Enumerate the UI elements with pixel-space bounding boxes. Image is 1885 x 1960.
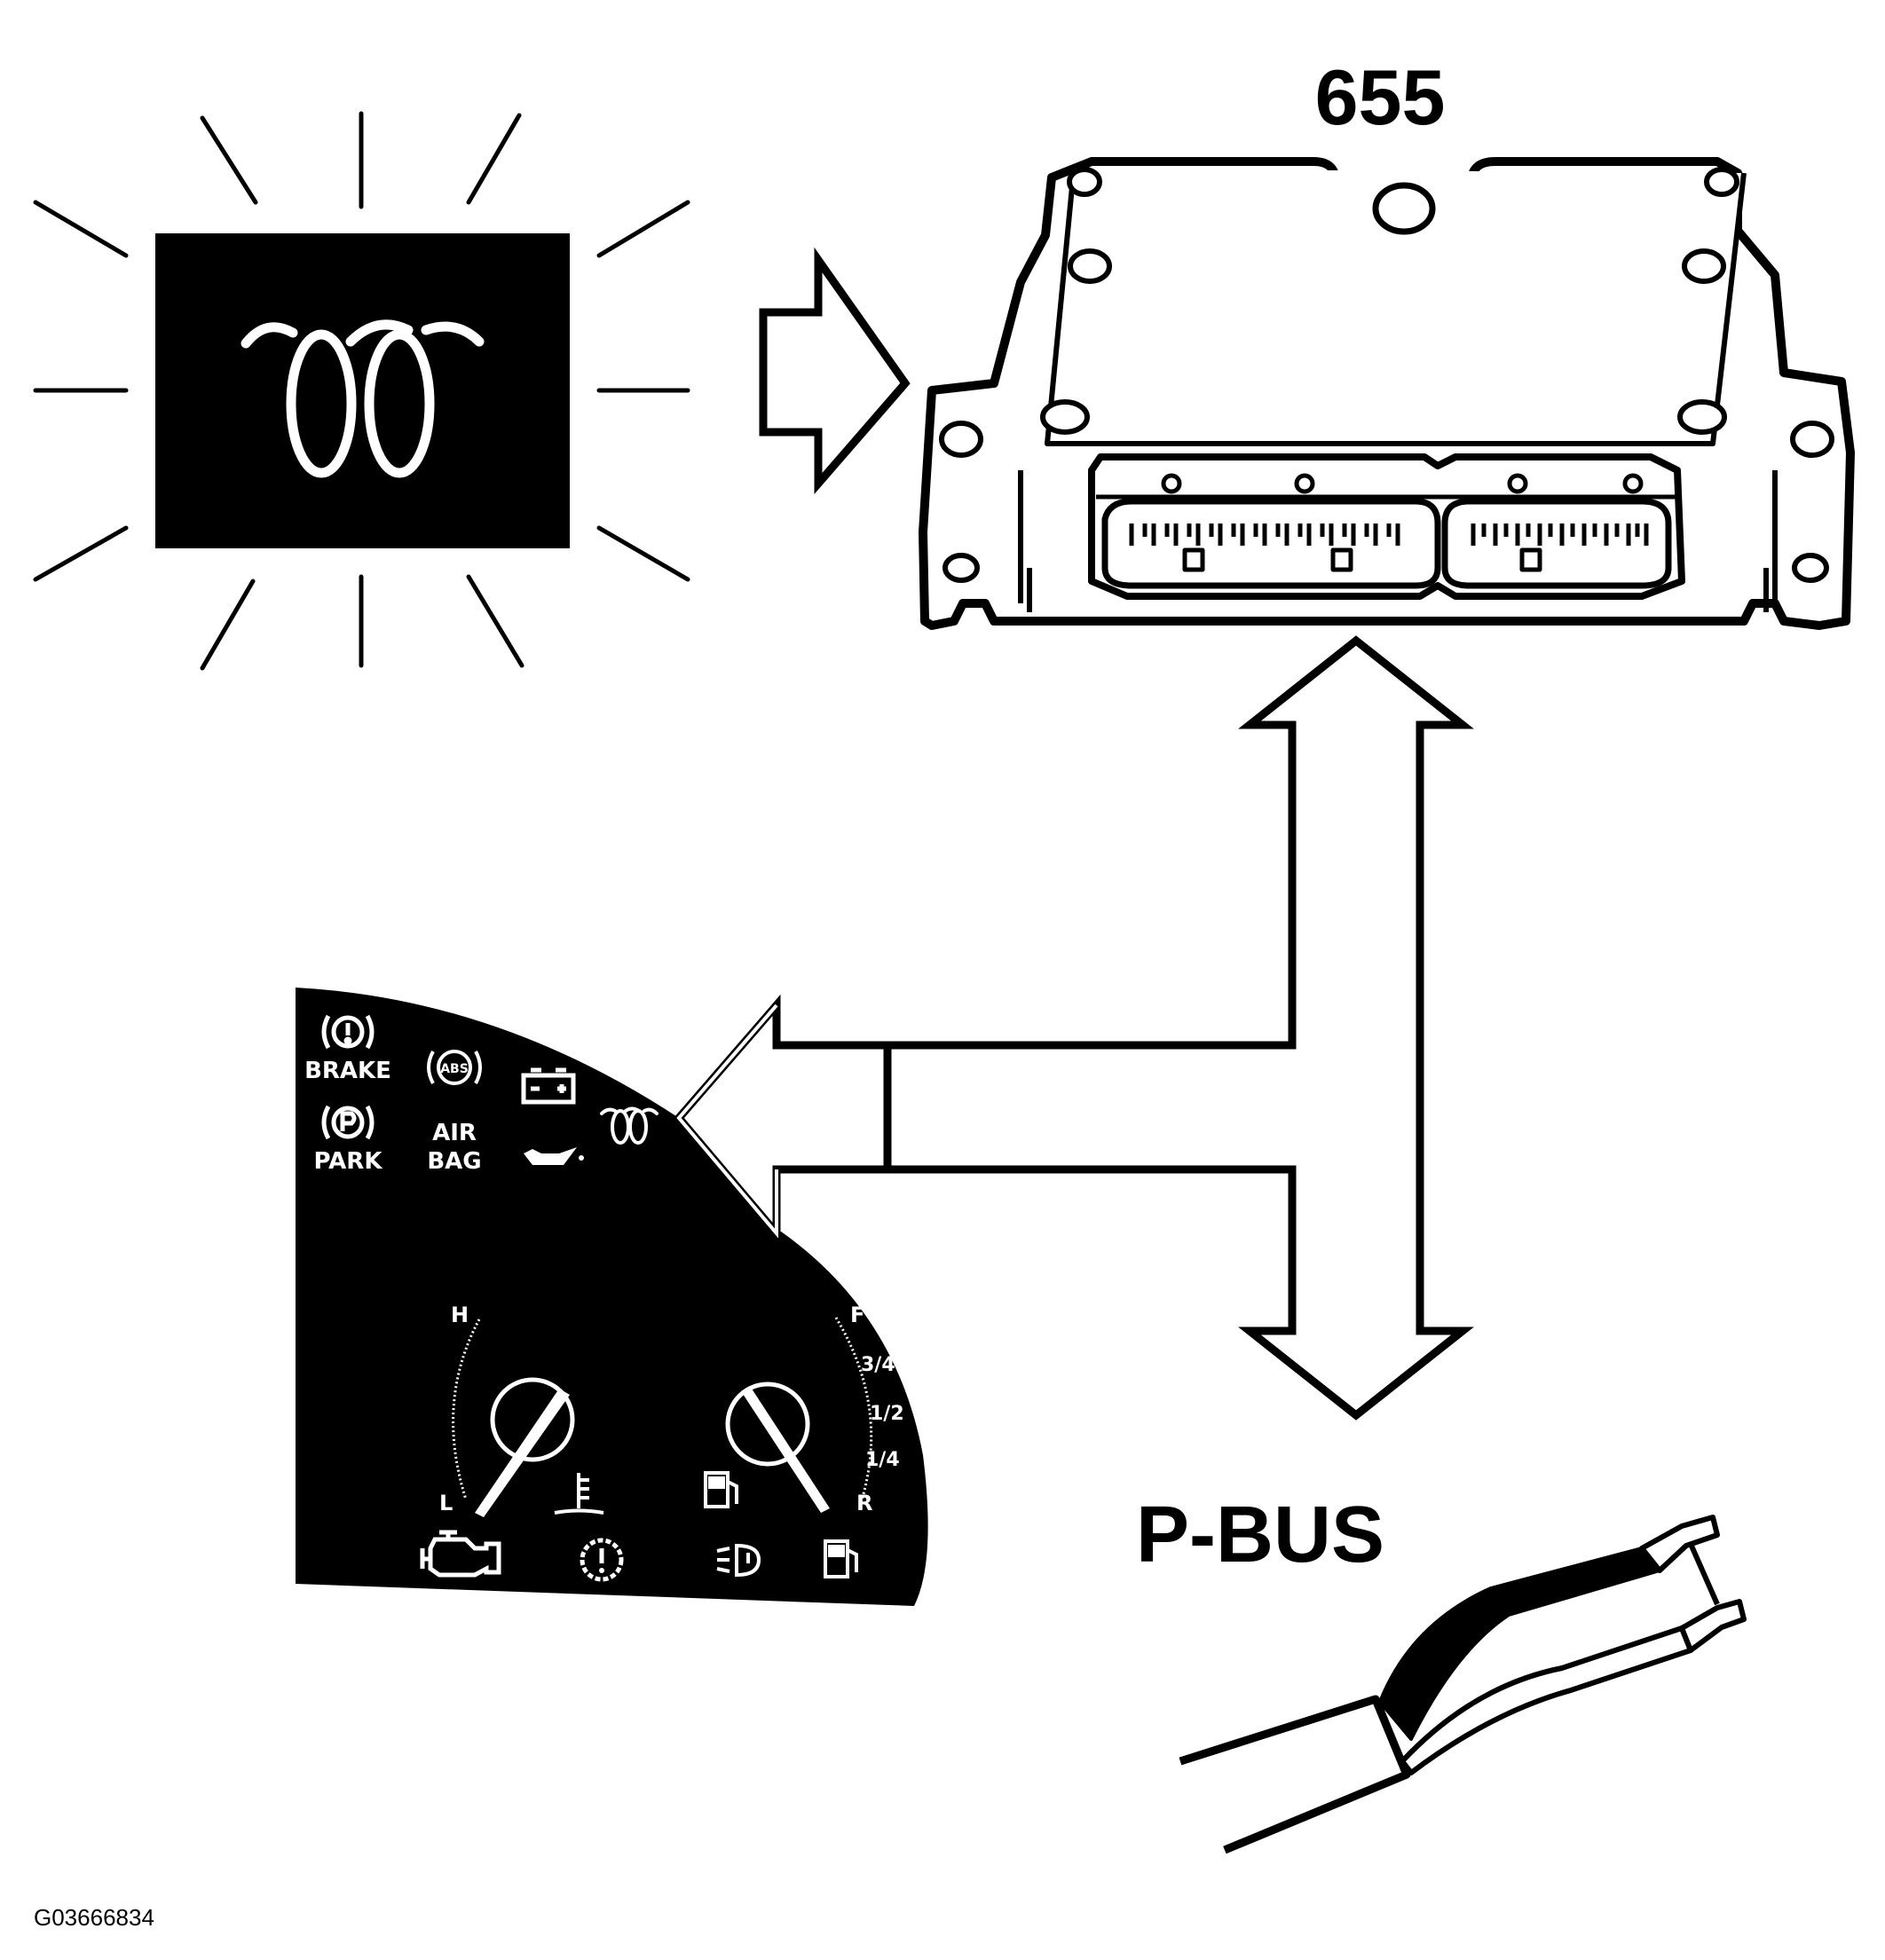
check-engine-icon — [420, 1530, 501, 1578]
fuel-needle — [741, 1386, 830, 1513]
mount-hole — [1067, 167, 1102, 197]
screw — [1161, 473, 1182, 494]
mount-hole — [1790, 421, 1834, 458]
connector-a — [1101, 498, 1441, 589]
arrow-right-icon — [759, 247, 911, 495]
control-module-655 — [919, 157, 1855, 630]
temp-gauge: H L — [439, 1303, 575, 1517]
fuel-pump-warning-icon — [824, 1539, 858, 1578]
wiring-connector-icon — [1179, 1515, 1747, 1854]
coolant-temp-icon — [554, 1473, 604, 1515]
screw — [1294, 473, 1315, 494]
mount-hole — [939, 421, 983, 458]
lamp-out-icon — [716, 1543, 761, 1578]
mount-hole — [942, 553, 980, 583]
center-boss — [1372, 182, 1436, 235]
battery-icon — [521, 1067, 576, 1105]
fuel-pump-icon — [704, 1471, 738, 1508]
fuel-full-label: F — [850, 1303, 864, 1327]
mount-hole — [1682, 248, 1726, 284]
lamp-panel — [155, 233, 570, 548]
glow-plug-lamp — [33, 111, 690, 671]
double-arrow-vertical-icon — [674, 635, 1474, 1421]
fuel-quarter-label: 1/4 — [865, 1449, 900, 1471]
glow-rays — [33, 111, 690, 671]
bus-label: P-BUS — [1136, 1491, 1384, 1579]
park-label: PARK — [314, 1148, 383, 1175]
air-bag-label-line2: BAG — [427, 1148, 481, 1175]
figure-code: G03666834 — [34, 1904, 154, 1931]
temp-low-label: L — [439, 1491, 453, 1515]
screw — [1622, 473, 1644, 494]
mount-hole — [1040, 399, 1090, 435]
abs-label: ABS — [440, 1062, 469, 1076]
abs-icon — [427, 1050, 482, 1085]
screw — [1507, 473, 1528, 494]
connector-pins — [1129, 523, 1649, 572]
brake-warning-icon — [321, 1014, 375, 1050]
instrument-cluster: BRAKE PARK ABS AIR BAG — [296, 988, 928, 1606]
oil-pressure-icon — [524, 1147, 584, 1165]
glow-plug-icon — [241, 319, 485, 478]
transmission-warning-icon — [580, 1538, 624, 1582]
mount-hole — [1068, 248, 1112, 284]
fuel-half-label: 1/2 — [870, 1403, 904, 1425]
cluster-panel — [296, 988, 928, 1606]
mount-hole — [1792, 553, 1829, 583]
temp-needle — [475, 1389, 570, 1517]
mount-hole — [1677, 399, 1727, 435]
air-bag-label-line1: AIR — [432, 1120, 477, 1146]
brake-label: BRAKE — [304, 1058, 391, 1084]
fuel-three-quarter-label: 3/4 — [861, 1354, 895, 1376]
module-label: 655 — [1315, 53, 1446, 141]
mount-hole — [1704, 167, 1739, 197]
glow-plug-indicator-icon — [600, 1106, 659, 1145]
connector-b — [1441, 498, 1672, 589]
temp-high-label: H — [451, 1303, 469, 1327]
fuel-reserve-label: R — [856, 1491, 872, 1515]
fuel-gauge: F 3/4 1/2 1/4 R — [725, 1303, 904, 1515]
park-brake-icon — [321, 1105, 375, 1140]
